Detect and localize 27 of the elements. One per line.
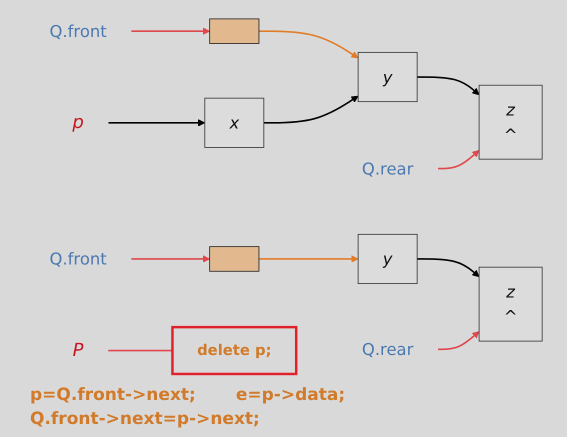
arrow (438, 331, 480, 350)
arrow (108, 119, 206, 126)
code-line: p=Q.front->next; (30, 385, 196, 405)
arrow (438, 150, 480, 170)
arrow (417, 76, 480, 96)
arrow (131, 255, 210, 263)
arrow (131, 28, 210, 35)
arrow (258, 30, 358, 58)
node-box (209, 246, 260, 272)
node-text: Q.front (49, 249, 107, 269)
node-text: p (72, 112, 84, 134)
node-text: Q.front (49, 21, 107, 42)
node-box: delete p; (171, 326, 298, 376)
connector (108, 350, 172, 352)
node-text: Q.rear (362, 339, 414, 360)
code-line: Q.front->next=p->next; (30, 409, 260, 429)
node-box (209, 18, 260, 44)
node-box: y (358, 52, 418, 102)
node-box: z ^ (478, 84, 543, 160)
node-text: P (72, 340, 84, 361)
node-box: y (358, 234, 418, 284)
code-line: e=p->data; (236, 385, 346, 405)
arrow (258, 255, 358, 263)
arrow (417, 258, 480, 278)
node-box: z ^ (478, 266, 543, 342)
arrow (264, 96, 358, 124)
node-text: Q.rear (362, 158, 414, 178)
